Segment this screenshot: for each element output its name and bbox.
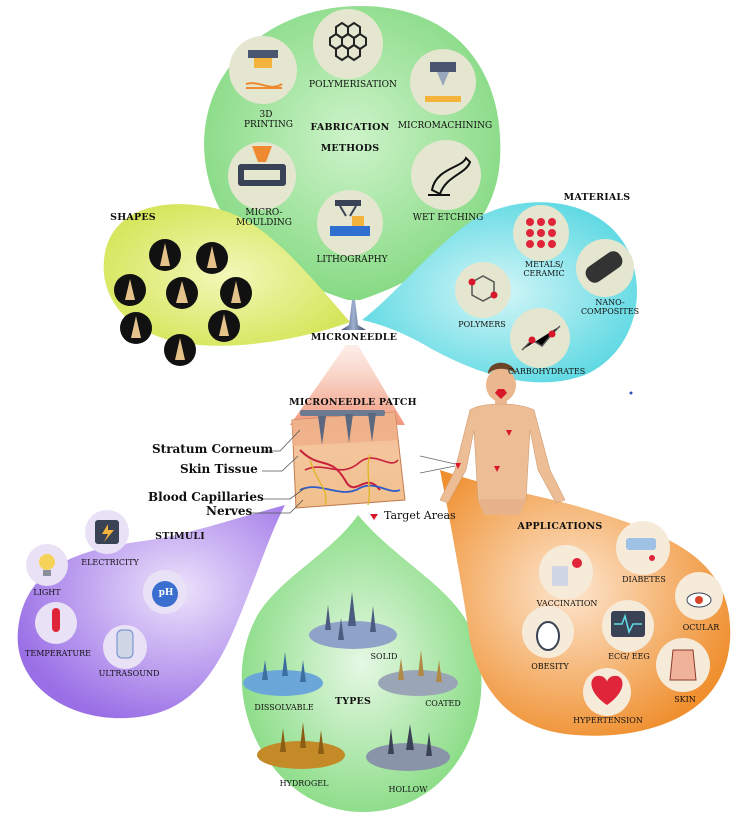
microneedle-beam [290, 345, 405, 425]
label-diabetes: DIABETES [622, 575, 666, 584]
label-3d-line1: 3D [259, 110, 273, 120]
label-micromoulding: MICRO- MOULDING [236, 208, 292, 229]
label-micromoulding-line2: MOULDING [236, 218, 292, 229]
types-bubble [241, 515, 482, 813]
stimuli-title: STIMULI [155, 531, 205, 542]
label-stratum-corneum: Stratum Corneum [152, 442, 274, 456]
label-ecg-eeg: ECG/ EEG [608, 652, 650, 661]
label-solid: SOLID [370, 652, 398, 661]
stimuli-bubble [17, 505, 286, 719]
label-electricity: ELECTRICITY [81, 558, 139, 567]
target-connector-lines [419, 455, 456, 474]
label-wet-etching: WET ETCHING [412, 213, 484, 223]
label-3d-printing: 3D PRINTING [244, 110, 293, 131]
blue-dot [629, 391, 633, 395]
label-nano-line1: NANO- [595, 298, 625, 307]
label-nerves: Nerves [206, 504, 253, 518]
label-ph: pH [158, 588, 174, 598]
applications-title: APPLICATIONS [517, 521, 603, 532]
label-dissolvable: DISSOLVABLE [254, 703, 314, 712]
label-blood-capillaries: Blood Capillaries [148, 490, 264, 504]
label-coated: COATED [425, 699, 461, 708]
label-ocular: OCULAR [682, 623, 720, 632]
label-polymers: POLYMERS [458, 320, 506, 329]
fabrication-title-line2: METHODS [320, 142, 380, 154]
target-marker-icon [370, 514, 378, 520]
label-lithography: LITHOGRAPHY [316, 255, 388, 265]
label-metals-line1: METALS/ [524, 260, 564, 269]
label-carbohydrates: CARBOHYDRATES [508, 367, 586, 376]
materials-title: MATERIALS [563, 192, 631, 203]
skin-leader-lines [252, 429, 306, 514]
label-obesity: OBESITY [531, 662, 569, 671]
types-title: TYPES [334, 696, 372, 707]
applications-icons [522, 521, 723, 716]
fabrication-icons [228, 9, 481, 256]
label-light: LIGHT [33, 588, 61, 597]
label-skin-tissue: Skin Tissue [180, 462, 258, 476]
stimuli-icons [26, 510, 187, 669]
label-metals-line2: CERAMIC [523, 269, 565, 279]
label-3d-line2: PRINTING [244, 120, 293, 131]
fabrication-title: FABRICATION METHODS [300, 122, 400, 155]
label-hydrogel: HYDROGEL [279, 779, 329, 788]
types-graphics [243, 592, 458, 771]
label-metals-ceramic: METALS/ CERAMIC [518, 260, 570, 278]
label-temperature: TEMPERATURE [25, 649, 91, 658]
label-vaccination: VACCINATION [536, 599, 598, 608]
target-areas-label: Target Areas [384, 509, 456, 522]
materials-icons [455, 205, 634, 368]
label-hollow: HOLLOW [388, 785, 428, 794]
label-micromachining: MICROMACHINING [397, 121, 493, 131]
microneedle-patch-label: MICRONEEDLE PATCH [289, 397, 417, 408]
label-micromoulding-line1: MICRO- [245, 208, 283, 218]
microneedle-icon [341, 300, 366, 330]
microneedle-label: MICRONEEDLE [310, 332, 398, 343]
label-polymerisation: POLYMERISATION [309, 80, 397, 90]
shapes-title: SHAPES [110, 212, 156, 223]
label-hypertension: HYPERTENSION [573, 716, 643, 725]
fabrication-title-line1: FABRICATION [310, 122, 390, 133]
label-nano-line2: COMPOSITES [580, 307, 640, 317]
label-ultrasound: ULTRASOUND [98, 669, 160, 678]
skin-block-graphic [291, 410, 406, 509]
human-figure-graphic [439, 362, 566, 515]
label-nano-composites: NANO- COMPOSITES [580, 298, 640, 316]
shapes-icons [114, 239, 252, 366]
label-skin: SKIN [674, 695, 696, 704]
